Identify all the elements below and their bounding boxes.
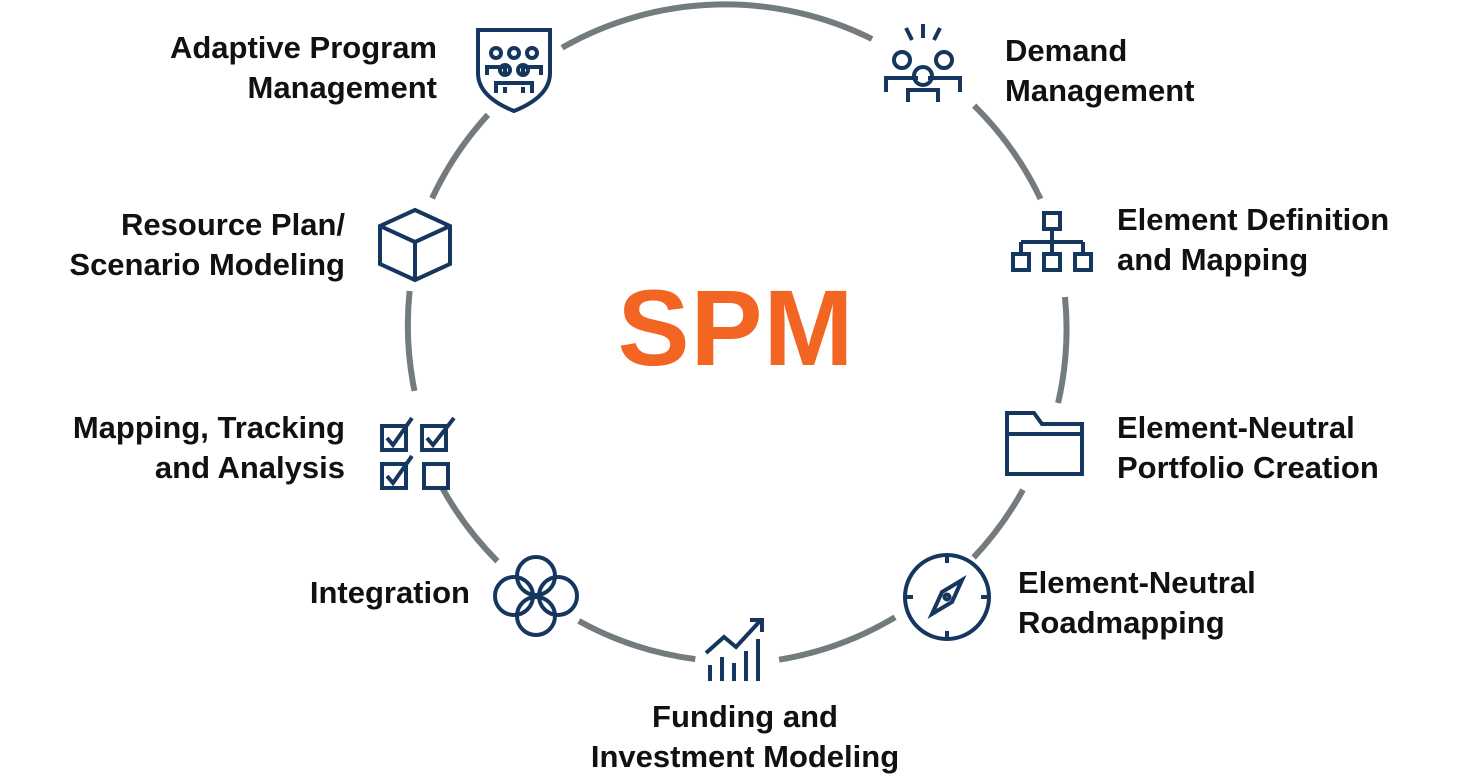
ring-arc [440,487,500,564]
label-line: Mapping, Tracking [72,410,345,445]
ring-arc [429,112,491,200]
label-roadmapping: Element-Neutral Roadmapping [1018,563,1338,643]
label-line: Adaptive Program [169,30,437,65]
compass-icon [903,553,991,641]
label-element-definition: Element Definition and Mapping [1117,200,1457,280]
label-line: and Analysis [154,450,345,485]
label-line: Integration [309,575,470,610]
label-line: Scenario Modeling [69,247,345,282]
label-funding-investment: Funding and Investment Modeling [545,697,945,777]
label-resource-plan: Resource Plan/ Scenario Modeling [5,205,345,285]
center-title: SPM [617,267,855,388]
label-line: Portfolio Creation [1117,450,1379,485]
interlocking-circles-icon [493,555,579,637]
label-portfolio-creation: Element-Neutral Portfolio Creation [1117,408,1457,488]
label-line: Element-Neutral [1018,565,1256,600]
cube-icon [378,207,452,283]
ring-arc [778,614,897,663]
label-line: Management [247,70,437,105]
label-adaptive-program-management: Adaptive Program Management [95,28,437,108]
ring-arc [1055,296,1070,404]
label-line: Demand [1005,33,1128,68]
bar-chart-growth-icon [704,618,764,681]
label-line: Roadmapping [1018,605,1225,640]
folder-icon [1005,411,1084,476]
checkbox-grid-icon [380,416,456,490]
label-line: Element-Neutral [1117,410,1355,445]
ring-arc [972,103,1044,201]
label-line: Element Definition [1117,202,1390,237]
label-line: Resource Plan/ [121,207,345,242]
ring-arc [560,1,874,51]
shield-people-icon [476,28,552,114]
label-integration: Integration [230,573,470,613]
ring-arc [404,290,418,392]
ring-arc [577,618,696,663]
label-line: Investment Modeling [590,739,900,774]
label-demand-management: Demand Management [1005,31,1265,111]
org-chart-icon [1011,211,1093,272]
label-mapping-tracking: Mapping, Tracking and Analysis [5,408,345,488]
label-line: Funding and [652,699,838,734]
label-line: and Mapping [1117,242,1309,277]
group-people-icon [884,24,962,102]
label-line: Management [1005,73,1195,108]
ring-arc [971,488,1026,560]
